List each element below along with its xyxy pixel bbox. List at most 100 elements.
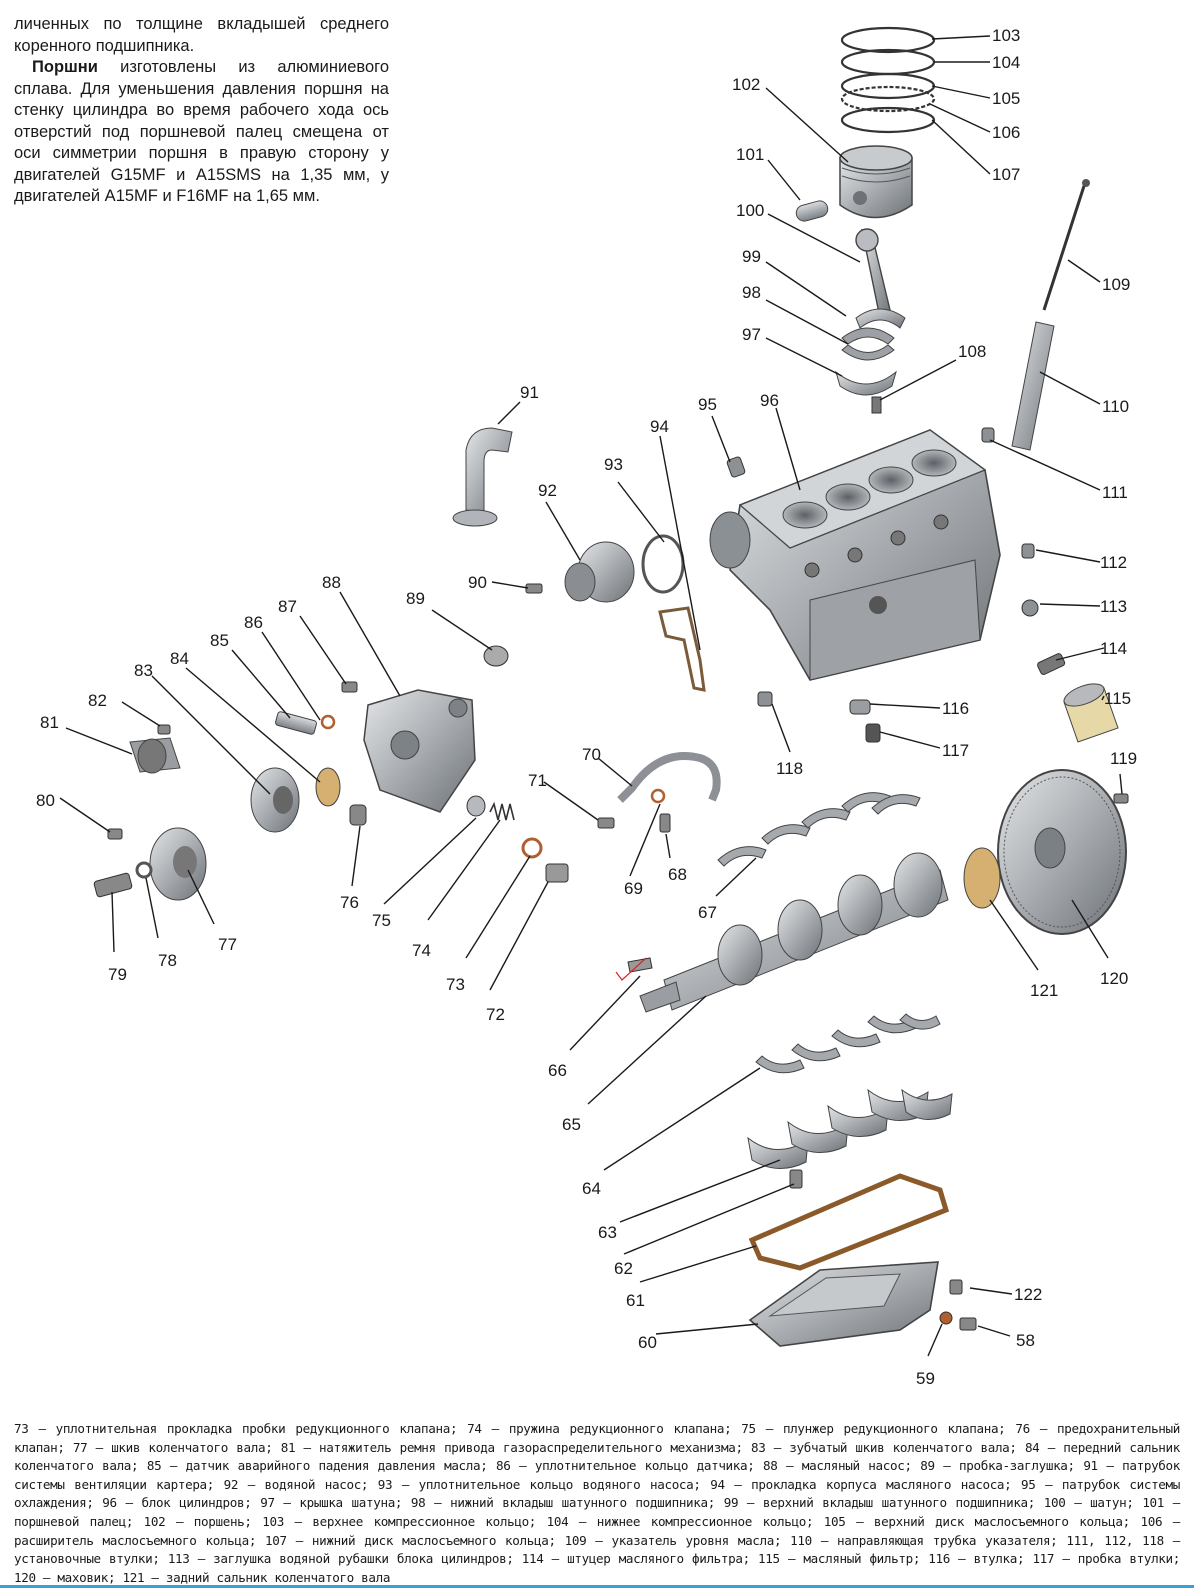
leader-lines: [59, 35, 1123, 1357]
oil-pickup-tube: [617, 752, 721, 803]
callout-71: 71: [528, 771, 547, 790]
rod-cap: [835, 370, 897, 396]
piston-pin: [795, 200, 829, 222]
locating-sleeve-112: [1021, 543, 1035, 559]
callout-98: 98: [742, 283, 761, 302]
callout-84: 84: [170, 649, 189, 668]
intro-paragraph-2-text: изготовлены из алюминиевого сплава. Для …: [14, 58, 389, 205]
oil-pan: [748, 1261, 939, 1347]
callout-112: 112: [1100, 553, 1127, 572]
lower-rod-bearing: [841, 344, 895, 361]
relief-valve-spring: [489, 801, 515, 821]
water-pump-seal-ring: [641, 534, 685, 594]
bolt-119: [1113, 793, 1129, 804]
intro-text: личенных по толщине вкладышей среднего к…: [14, 14, 389, 208]
bolt-87: [341, 681, 358, 693]
sleeve-116: [849, 699, 871, 715]
callout-58: 58: [1016, 1331, 1035, 1350]
callout-63: 63: [598, 1223, 617, 1242]
oil-pan-gasket: [748, 1173, 950, 1271]
callout-115: 115: [1104, 689, 1131, 708]
callout-78: 78: [158, 951, 177, 970]
callout-118: 118: [776, 759, 803, 778]
piston-rings-group: [840, 26, 936, 134]
callout-101: 101: [736, 145, 764, 164]
plug-89: [483, 645, 509, 667]
callout-69: 69: [624, 879, 643, 898]
callout-89: 89: [406, 589, 425, 608]
callout-81: 81: [40, 713, 59, 732]
bolt-71: [597, 817, 615, 829]
callout-72: 72: [486, 1005, 505, 1024]
water-pump: [564, 541, 635, 603]
callout-80: 80: [36, 791, 55, 810]
mark-check: [615, 957, 647, 981]
callout-88: 88: [322, 573, 341, 592]
callout-numbers: 103 104 105 106 107 102 101 100 99 98 97…: [36, 26, 1137, 1388]
bolt-80: [107, 828, 123, 840]
callout-114: 114: [1100, 639, 1127, 658]
callout-107: 107: [992, 165, 1020, 184]
main-bearing-caps: [747, 1088, 953, 1169]
sleeve-plug-117: [865, 723, 881, 743]
callout-113: 113: [1100, 597, 1127, 616]
upper-rod-bearing: [841, 327, 895, 345]
callout-67: 67: [698, 903, 717, 922]
oil-pump: [363, 689, 476, 813]
upper-main-bearings: [717, 792, 921, 867]
relief-valve-plug: [545, 863, 569, 883]
callout-102: 102: [732, 75, 760, 94]
rear-crank-seal: [963, 847, 1001, 909]
callout-111: 111: [1102, 483, 1128, 502]
oil-filter-fitting: [1037, 653, 1066, 675]
callout-116: 116: [942, 699, 969, 718]
relief-valve-gasket: [521, 837, 543, 859]
sensor-seal-ring: [320, 714, 336, 730]
vent-pipe-flange: [452, 509, 498, 527]
callout-121: 121: [1030, 981, 1058, 1000]
crank-key-66: [627, 957, 653, 973]
callout-96: 96: [760, 391, 779, 410]
callout-90: 90: [468, 573, 487, 592]
callout-104: 104: [992, 53, 1020, 72]
crank-timing-pulley: [250, 767, 300, 833]
dipstick-guide-tube: [1011, 321, 1055, 451]
callout-79: 79: [108, 965, 127, 984]
oil-filter: [1063, 683, 1119, 743]
callout-65: 65: [562, 1115, 581, 1134]
callout-120: 120: [1100, 969, 1128, 988]
oil-pump-gasket: [658, 606, 706, 692]
callout-85: 85: [210, 631, 229, 650]
callout-62: 62: [614, 1259, 633, 1278]
figure-caption: 73 – уплотнительная прокладка пробки ред…: [14, 1421, 1180, 1585]
rod-cap-bolt: [871, 396, 882, 414]
intro-term-pistons: Поршни: [32, 58, 98, 76]
bolt-122: [949, 1279, 963, 1295]
callout-59: 59: [916, 1369, 935, 1388]
callout-103: 103: [992, 26, 1020, 45]
flywheel: [997, 769, 1127, 935]
callout-95: 95: [698, 395, 717, 414]
connecting-rod: [855, 228, 906, 329]
intro-paragraph-1: личенных по толщине вкладышей среднего к…: [14, 15, 389, 55]
callout-110: 110: [1102, 397, 1129, 416]
callout-60: 60: [638, 1333, 657, 1352]
callout-105: 105: [992, 89, 1020, 108]
locating-sleeve-118: [757, 691, 773, 707]
front-crank-seal: [315, 767, 341, 807]
callout-92: 92: [538, 481, 557, 500]
callout-83: 83: [134, 661, 153, 680]
callout-100: 100: [736, 201, 764, 220]
callout-75: 75: [372, 911, 391, 930]
bolt-68: [659, 813, 671, 833]
callout-77: 77: [218, 935, 237, 954]
bolt-82: [157, 724, 171, 735]
callout-109: 109: [1102, 275, 1130, 294]
oil-dipstick: [1042, 185, 1086, 311]
callout-70: 70: [582, 745, 601, 764]
callout-64: 64: [582, 1179, 601, 1198]
callout-68: 68: [668, 865, 687, 884]
callout-122: 122: [1014, 1285, 1042, 1304]
callout-94: 94: [650, 417, 669, 436]
cylinder-block: [709, 429, 1001, 681]
